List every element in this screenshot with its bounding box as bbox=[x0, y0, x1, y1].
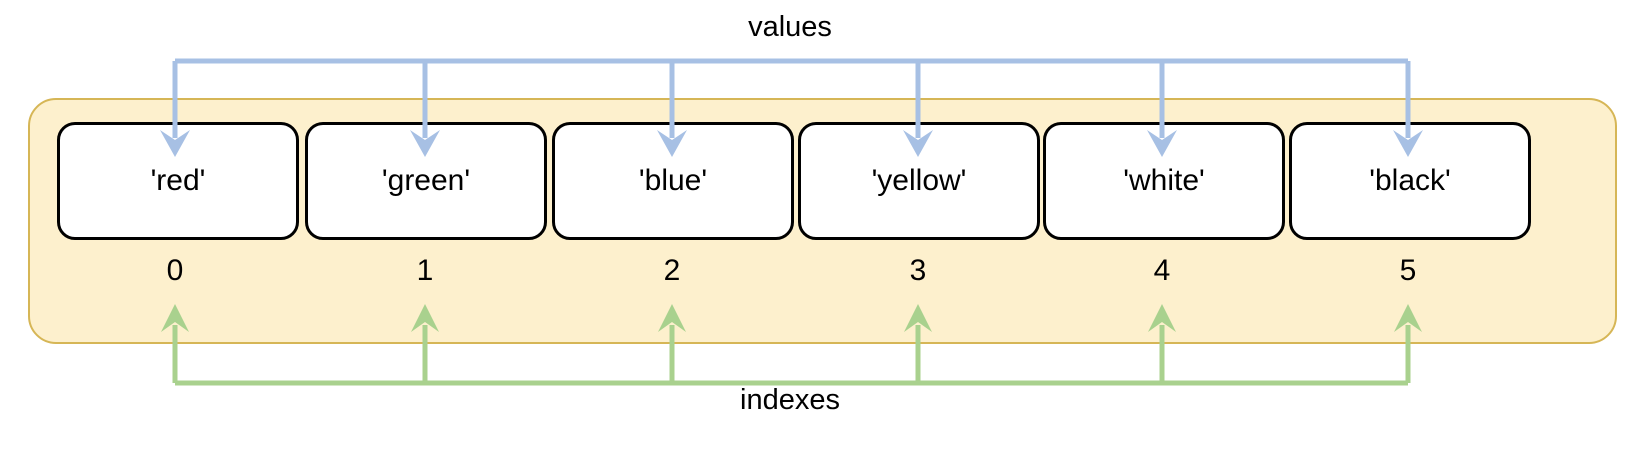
array-cell-4[interactable]: 'white' bbox=[1043, 122, 1285, 240]
index-label-0: 0 bbox=[166, 254, 184, 287]
index-label-2: 2 bbox=[663, 254, 681, 287]
index-label-3: 3 bbox=[909, 254, 927, 287]
array-cell-5[interactable]: 'black' bbox=[1289, 122, 1531, 240]
array-cell-value: 'blue' bbox=[638, 164, 708, 197]
array-cell-value: 'red' bbox=[150, 164, 206, 197]
index-label-4: 4 bbox=[1153, 254, 1171, 287]
array-cell-value: 'yellow' bbox=[871, 164, 967, 197]
values-label: values bbox=[748, 11, 832, 43]
array-cell-0[interactable]: 'red' bbox=[57, 122, 299, 240]
index-label-1: 1 bbox=[416, 254, 434, 287]
indexes-label: indexes bbox=[740, 384, 840, 416]
array-cell-3[interactable]: 'yellow' bbox=[798, 122, 1040, 240]
array-cell-value: 'white' bbox=[1123, 164, 1205, 197]
array-cell-value: 'green' bbox=[381, 164, 471, 197]
array-cell-1[interactable]: 'green' bbox=[305, 122, 547, 240]
array-cell-2[interactable]: 'blue' bbox=[552, 122, 794, 240]
array-cell-value: 'black' bbox=[1369, 164, 1451, 197]
index-label-5: 5 bbox=[1399, 254, 1417, 287]
